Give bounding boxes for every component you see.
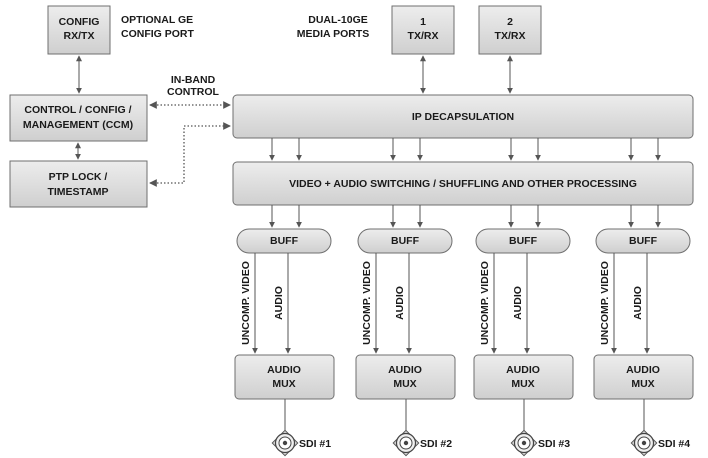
inband-control-line1: IN-BAND bbox=[171, 74, 216, 86]
config-port-line2: RX/TX bbox=[64, 30, 95, 42]
audio-mux-line2: MUX bbox=[511, 378, 534, 390]
uncomp-video-label: UNCOMP. VIDEO bbox=[361, 261, 373, 345]
buff-box: BUFF bbox=[357, 228, 453, 254]
sdi-label: SDI #4 bbox=[658, 438, 690, 450]
ptp-line2: TIMESTAMP bbox=[47, 186, 108, 198]
audio-mux-line2: MUX bbox=[631, 378, 654, 390]
buff-box: BUFF bbox=[595, 228, 691, 254]
buff-label: BUFF bbox=[509, 235, 538, 247]
sdi-label: SDI #2 bbox=[420, 438, 452, 450]
audio-mux-line1: AUDIO bbox=[506, 364, 540, 376]
switching-label: VIDEO + AUDIO SWITCHING / SHUFFLING AND … bbox=[289, 178, 637, 190]
ccm-line1: CONTROL / CONFIG / bbox=[24, 104, 131, 116]
audio-label: AUDIO bbox=[273, 286, 285, 320]
ip-decapsulation-box: IP DECAPSULATION bbox=[232, 94, 694, 139]
connectors bbox=[75, 55, 513, 187]
audio-mux-box: AUDIO MUX bbox=[234, 354, 335, 400]
bnc-connector-icon bbox=[271, 429, 299, 457]
audio-mux-box: AUDIO MUX bbox=[593, 354, 694, 400]
audio-mux-line2: MUX bbox=[393, 378, 416, 390]
media-ports-label-line2: MEDIA PORTS bbox=[297, 28, 370, 40]
sdi-label: SDI #1 bbox=[299, 438, 331, 450]
config-port-line1: CONFIG bbox=[59, 16, 100, 28]
media-port-2-box: 2 TX/RX bbox=[478, 5, 542, 55]
audio-mux-box: AUDIO MUX bbox=[473, 354, 574, 400]
channel-4: BUFF UNCOMP. VIDEO AUDIO AUDIO MUX SDI #4 bbox=[593, 138, 694, 457]
media-port-1-name: TX/RX bbox=[408, 30, 439, 42]
channel-3: BUFF UNCOMP. VIDEO AUDIO AUDIO MUX SDI #3 bbox=[473, 138, 574, 457]
bnc-connector-icon bbox=[630, 429, 658, 457]
audio-mux-line1: AUDIO bbox=[388, 364, 422, 376]
media-ports-label-line1: DUAL-10GE bbox=[308, 14, 368, 26]
uncomp-video-label: UNCOMP. VIDEO bbox=[479, 261, 491, 345]
buff-label: BUFF bbox=[629, 235, 658, 247]
uncomp-video-label: UNCOMP. VIDEO bbox=[240, 261, 252, 345]
audio-label: AUDIO bbox=[512, 286, 524, 320]
bnc-connector-icon bbox=[392, 429, 420, 457]
media-port-1-num: 1 bbox=[420, 16, 426, 28]
ptp-line1: PTP LOCK / bbox=[49, 171, 108, 183]
buff-box: BUFF bbox=[236, 228, 332, 254]
optional-ge-label-line1: OPTIONAL GE bbox=[121, 14, 193, 26]
sdi-label: SDI #3 bbox=[538, 438, 570, 450]
ip-decapsulation-label: IP DECAPSULATION bbox=[412, 111, 514, 123]
media-port-1-box: 1 TX/RX bbox=[391, 5, 455, 55]
media-port-2-name: TX/RX bbox=[495, 30, 526, 42]
media-port-2-num: 2 bbox=[507, 16, 513, 28]
bnc-connector-icon bbox=[510, 429, 538, 457]
audio-mux-line1: AUDIO bbox=[626, 364, 660, 376]
config-port-box: CONFIG RX/TX bbox=[47, 5, 111, 55]
optional-ge-label-line2: CONFIG PORT bbox=[121, 28, 195, 40]
audio-mux-line2: MUX bbox=[272, 378, 295, 390]
audio-label: AUDIO bbox=[394, 286, 406, 320]
audio-mux-line1: AUDIO bbox=[267, 364, 301, 376]
switching-box: VIDEO + AUDIO SWITCHING / SHUFFLING AND … bbox=[232, 161, 694, 206]
ccm-line2: MANAGEMENT (CCM) bbox=[23, 119, 133, 131]
channel-1: BUFF UNCOMP. VIDEO AUDIO AUDIO MUX SDI #1 bbox=[234, 138, 335, 457]
channel-2: BUFF UNCOMP. VIDEO AUDIO AUDIO MUX SDI #2 bbox=[355, 138, 456, 457]
ptp-box: PTP LOCK / TIMESTAMP bbox=[9, 160, 148, 208]
ccm-box: CONTROL / CONFIG / MANAGEMENT (CCM) bbox=[9, 94, 148, 142]
buff-label: BUFF bbox=[270, 235, 299, 247]
uncomp-video-label: UNCOMP. VIDEO bbox=[599, 261, 611, 345]
buff-label: BUFF bbox=[391, 235, 420, 247]
audio-label: AUDIO bbox=[632, 286, 644, 320]
buff-box: BUFF bbox=[475, 228, 571, 254]
audio-mux-box: AUDIO MUX bbox=[355, 354, 456, 400]
inband-control-line2: CONTROL bbox=[167, 86, 219, 98]
